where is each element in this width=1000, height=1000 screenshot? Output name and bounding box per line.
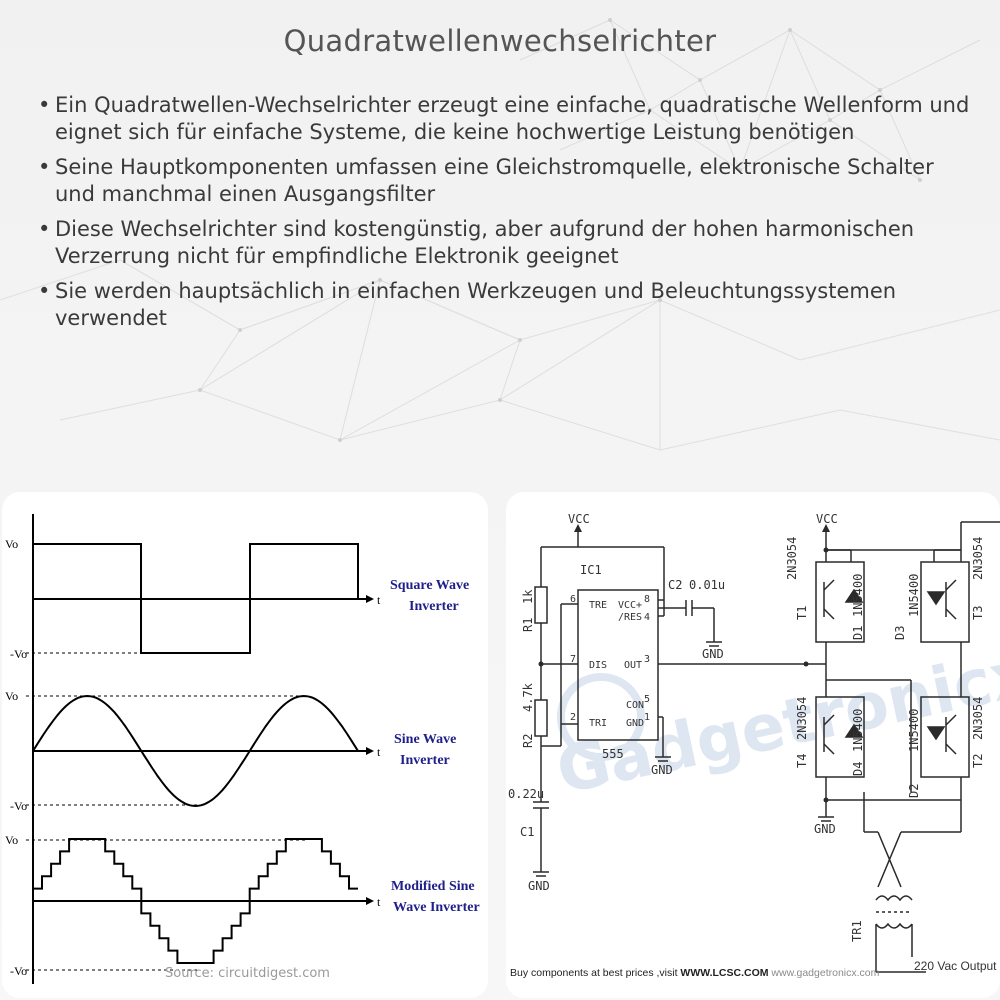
svg-text:Buy components at best prices: Buy components at best prices ,visit WWW…	[510, 967, 880, 979]
gnd-label: GND	[528, 879, 550, 893]
pin-number: 4	[644, 612, 650, 623]
square-wave-line	[33, 543, 359, 654]
transistor-t1-part: 2N3054	[785, 537, 799, 580]
modified-neg-vo-label: -Vo	[10, 964, 27, 978]
bullet-list: •Ein Quadratwellen-Wechselrichter erzeug…	[38, 92, 978, 340]
diode-d4-name: D4	[851, 762, 865, 776]
pin-out: OUT	[624, 660, 642, 671]
r2-value: 4.7k	[521, 682, 535, 712]
diode-d2-part: 1N5400	[907, 709, 921, 752]
gnd-label: GND	[651, 763, 673, 777]
footer-site: www.gadgetronicx.com	[769, 967, 880, 979]
r1-name: R1	[521, 618, 535, 632]
sine-wave-label: Sine Wave	[394, 732, 456, 747]
diode-d1-part: 1N5400	[851, 574, 865, 617]
pin-tre: TRE	[589, 600, 607, 611]
diode-d4-part: 1N5400	[851, 709, 865, 752]
footer-text: Buy components at best prices ,visit	[510, 967, 680, 979]
square-vo-label: Vo	[5, 537, 18, 551]
transformer-label: TR1	[850, 920, 864, 942]
c1-value: 0.22u	[508, 787, 544, 801]
ic-part-label: 555	[602, 747, 624, 761]
footer-link[interactable]: WWW.LCSC.COM	[680, 967, 768, 979]
pin-tri: TRI	[589, 718, 607, 729]
pin-con: CON	[626, 700, 644, 711]
gnd-label: GND	[702, 647, 724, 661]
transistor-t4-part: 2N3054	[795, 697, 809, 740]
transistor-t1-name: T1	[795, 606, 809, 620]
sine-vo-label: Vo	[5, 689, 18, 703]
modified-vo-label: Vo	[5, 833, 18, 847]
vcc-label-bridge: VCC	[816, 512, 838, 526]
background-network-pattern	[0, 18, 1000, 451]
sine-wave-label-2: Inverter	[400, 753, 450, 768]
pin-number: 1	[644, 712, 650, 723]
bullet-text: Ein Quadratwellen-Wechselrichter erzeugt…	[55, 93, 970, 144]
r1-value: 1k	[521, 589, 535, 604]
watermark-text: Gadgetronicx	[551, 636, 1000, 809]
diode-d3-part: 1N5400	[907, 574, 921, 617]
bullet-item: •Ein Quadratwellen-Wechselrichter erzeug…	[38, 93, 970, 144]
diode-d1-name: D1	[851, 626, 865, 640]
square-t-label: t	[377, 593, 381, 607]
pin-number: 7	[570, 654, 576, 665]
page-title: Quadratwellenwechselrichter	[283, 24, 717, 58]
diode-d3-name: D3	[893, 626, 907, 640]
r2-name: R2	[521, 734, 535, 748]
gnd-label: GND	[814, 822, 836, 836]
square-wave-label: Square Wave	[390, 578, 469, 593]
sine-t-label: t	[377, 745, 381, 759]
bullet-item: •Sie werden hauptsächlich in einfachen W…	[38, 279, 897, 330]
bullet-item: •Seine Hauptkomponenten umfassen eine Gl…	[38, 155, 934, 206]
bullet-text: Seine Hauptkomponenten umfassen eine Gle…	[55, 155, 934, 206]
circuit-diagram: Gadgetronicx	[506, 492, 1000, 998]
sine-wave-line	[32, 694, 359, 808]
pin-vcc: VCC+	[618, 600, 642, 611]
modified-t-label: t	[377, 895, 381, 909]
c1-name: C1	[520, 825, 534, 839]
transistor-t2-name: T2	[971, 754, 985, 768]
ic-name-label: IC1	[580, 563, 602, 577]
pin-number: 8	[644, 594, 650, 605]
pin-number: 6	[570, 594, 576, 605]
pin-res: /RES	[618, 612, 642, 623]
pin-number: 2	[570, 712, 576, 723]
waveform-figure: Vo -Vo t Square Wave Inverter Vo -Vo t S…	[2, 492, 488, 998]
diode-d2-name: D2	[907, 784, 921, 798]
bullet-text: Diese Wechselrichter sind kostengünstig,…	[55, 217, 915, 268]
sine-neg-vo-label: -Vo	[10, 799, 27, 813]
modified-sine-wave-line	[33, 838, 358, 964]
transistor-t3-part: 2N3054	[971, 537, 985, 580]
square-wave-label-2: Inverter	[409, 599, 459, 614]
c2-value: 0.01u	[689, 578, 725, 592]
bullet-text: Sie werden hauptsächlich in einfachen We…	[55, 279, 897, 330]
output-label: 220 Vac Output	[914, 959, 997, 973]
pin-dis: DIS	[589, 660, 607, 671]
bullet-item: •Diese Wechselrichter sind kostengünstig…	[38, 217, 915, 268]
square-neg-vo-label: -Vo	[10, 647, 27, 661]
modified-wave-label-2: Wave Inverter	[393, 900, 480, 915]
vcc-label: VCC	[568, 512, 590, 526]
pin-number: 3	[644, 654, 650, 665]
modified-wave-label: Modified Sine	[391, 879, 475, 894]
transistor-t4-name: T4	[795, 754, 809, 768]
transistor-t3-name: T3	[971, 606, 985, 620]
image-credit: Source: circuitdigest.com	[165, 966, 330, 981]
c2-name: C2	[668, 578, 682, 592]
pin-number: 5	[644, 694, 650, 705]
transistor-t2-part: 2N3054	[971, 697, 985, 740]
pin-gnd: GND	[626, 718, 644, 729]
